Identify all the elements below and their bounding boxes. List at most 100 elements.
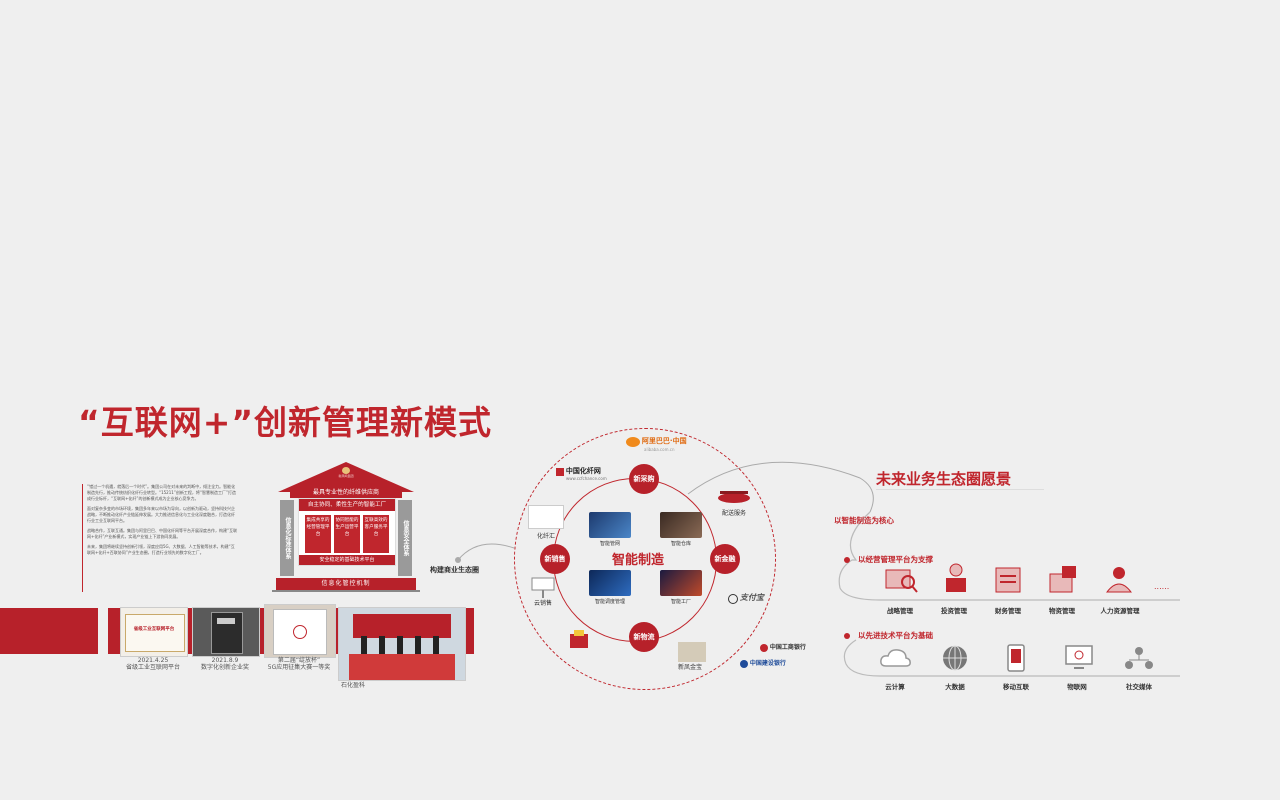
intro-paragraph: 面对复杂多变的市场环境，集团多年来以市场为导向，以创新为驱动，坚持科技兴企战略，…	[87, 506, 235, 523]
iot-monitor-icon	[1065, 645, 1093, 669]
delivery-partner: 配送服务	[714, 486, 754, 517]
tech-caption: 物联网	[1067, 683, 1087, 691]
investment-management-icon	[946, 563, 966, 592]
roof-label: 最具专业性的纤维供应商	[290, 488, 402, 498]
dashboard-screenshot-icon	[528, 505, 564, 529]
tile-caption: 智能仓库	[670, 541, 691, 547]
photo-caption: 2021.4.25	[137, 657, 169, 664]
photo-caption: 5G应用征集大赛一等奖	[267, 664, 331, 671]
company-logo: 新凤鸣集团	[336, 467, 356, 479]
photo-caption: 石化盈科	[340, 682, 365, 689]
certificate-text: 省级工业互联网平台	[133, 627, 175, 632]
cloud-sales-partner: 云销售	[530, 576, 556, 607]
alibaba-logo: 阿里巴巴·中国 alibaba.com.cn	[626, 436, 687, 452]
certificate-photo: 省级工业互联网平台	[120, 607, 188, 657]
page-title: “互联网+”创新管理新模式	[78, 403, 493, 442]
tech-caption: 大数据	[945, 683, 965, 691]
signing-ceremony-photo	[338, 607, 466, 681]
ecosystem-outer-ring	[514, 428, 776, 690]
intro-paragraph: 战略合作，互联互通。集团与阿里巴巴、中国化纤网等平台开展深度合作，构建“互联网+…	[87, 528, 238, 539]
tile-smart-warehouse	[660, 512, 702, 538]
logo-text: 新凤鸣集团	[338, 474, 354, 478]
photo-caption: 第二届“绽放杯”	[277, 657, 321, 664]
mgmt-caption: 战略管理	[887, 607, 913, 615]
more-ellipsis: ......	[1154, 582, 1170, 591]
node-new-logistics: 新物流	[629, 622, 659, 652]
platform-box: 协同智能的生产运营平台	[334, 515, 360, 553]
tile-smart-network	[589, 512, 631, 538]
center-label: 智能制造	[612, 553, 665, 568]
billboard-icon	[530, 576, 556, 598]
mgmt-rail	[838, 511, 1180, 601]
connector-dot	[455, 557, 461, 563]
intro-paragraph: “错过一个机遇，就落后一个时代”。集团公司在对未来的判断中，倾注全力。智能化制造…	[87, 484, 237, 501]
tech-caption: 云计算	[885, 683, 905, 691]
inner-header: 自主协同、柔性生产的智能工厂	[299, 499, 395, 511]
tile-smart-dispatch	[589, 570, 631, 596]
xinfeng-jinbao-logo: 新凤金宝	[674, 642, 706, 671]
vision-underline	[876, 489, 1044, 490]
material-management-icon	[1049, 566, 1076, 593]
cloud-icon	[880, 649, 911, 667]
tech-rail	[843, 639, 1180, 677]
intro-text-block: “错过一个机遇，就落后一个时代”。集团公司在对未来的判断中，倾注全力。智能化制造…	[82, 484, 238, 594]
rail-dot	[844, 557, 850, 563]
photo-caption: 数字化创新企业奖	[200, 664, 249, 671]
award-plaque-photo	[192, 607, 260, 657]
alipay-logo: 支付宝	[728, 592, 764, 604]
architecture-temple-diagram: 新凤鸣集团 最具专业性的纤维供应商 信息化标准体系 信息安全体系 自主协同、柔性…	[270, 462, 422, 592]
tile-caption: 智能管网	[599, 541, 620, 547]
tech-label: 以先进技术平台为基础	[858, 631, 933, 640]
mgmt-caption: 人力资源管理	[1100, 607, 1140, 615]
inner-footer: 安全稳定的基础技术平台	[299, 555, 395, 565]
strategy-management-icon	[885, 569, 918, 593]
photo-caption: 2021.8.9	[211, 657, 239, 664]
node-new-finance: 新金融	[710, 544, 740, 574]
red-shopping-icon	[566, 628, 592, 654]
ecosystem-lead-label: 构建商业生态圈	[430, 566, 479, 574]
intro-paragraph: 未来，集团将继续坚持创新引领，深度应用5G、大数据、人工智能等技术，构建“互联网…	[87, 544, 235, 555]
mgmt-caption: 物资管理	[1049, 607, 1075, 615]
tile-caption: 智能工厂	[670, 599, 691, 605]
ccb-icon	[740, 659, 748, 668]
alibaba-icon	[626, 436, 640, 447]
mgmt-caption: 投资管理	[941, 607, 967, 615]
ecosystem-connector	[457, 543, 515, 561]
node-new-purchase: 新采购	[629, 464, 659, 494]
temple-inner: 自主协同、柔性生产的智能工厂 集成共享的经营管理平台 协同智能的生产运营平台 互…	[298, 498, 396, 566]
vision-title: 未来业务生态圈愿景	[876, 470, 1012, 488]
ccf-icon	[556, 467, 564, 476]
finance-management-icon	[995, 567, 1021, 593]
tech-caption: 社交媒体	[1126, 683, 1152, 691]
platform-box: 集成共享的经营管理平台	[305, 515, 331, 553]
ccb-logo: 中国建设银行	[740, 658, 786, 668]
rail-dot	[844, 633, 850, 639]
icbc-logo: 中国工商银行	[760, 642, 806, 652]
jinbao-icon	[678, 642, 706, 662]
core-label: 以智能制造为核心	[834, 516, 894, 525]
platform-box: 互联高效的客户服务平台	[363, 515, 389, 553]
right-column-label: 信息安全体系	[398, 500, 412, 576]
big-data-globe-icon	[943, 645, 967, 671]
delivery-plane-icon	[714, 486, 754, 506]
band-gap	[98, 608, 108, 654]
icbc-icon	[760, 643, 768, 652]
left-column-label: 信息化标准体系	[280, 500, 294, 576]
mgmt-caption: 财务管理	[995, 607, 1021, 615]
tile-caption: 智能调度管理	[594, 599, 625, 605]
mgmt-label: 以经营管理平台为支撑	[858, 555, 933, 564]
tech-caption: 移动互联	[1003, 683, 1029, 691]
award-certificate-photo	[264, 604, 336, 658]
social-media-network-icon	[1125, 647, 1153, 669]
node-new-sales: 新销售	[540, 544, 570, 574]
temple-step	[272, 590, 420, 592]
photo-caption: 省级工业互联网平台	[125, 664, 180, 671]
accent-bar	[82, 484, 83, 592]
alipay-icon	[728, 593, 738, 604]
ccf-logo: 中国化纤网 www.ccfchance.com	[556, 466, 607, 481]
hr-management-icon	[1105, 567, 1133, 593]
mobile-phone-icon	[1007, 644, 1025, 672]
logo-emblem-icon	[342, 467, 350, 474]
temple-base: 信息化管控机制	[276, 578, 416, 590]
tile-smart-factory	[660, 570, 702, 596]
